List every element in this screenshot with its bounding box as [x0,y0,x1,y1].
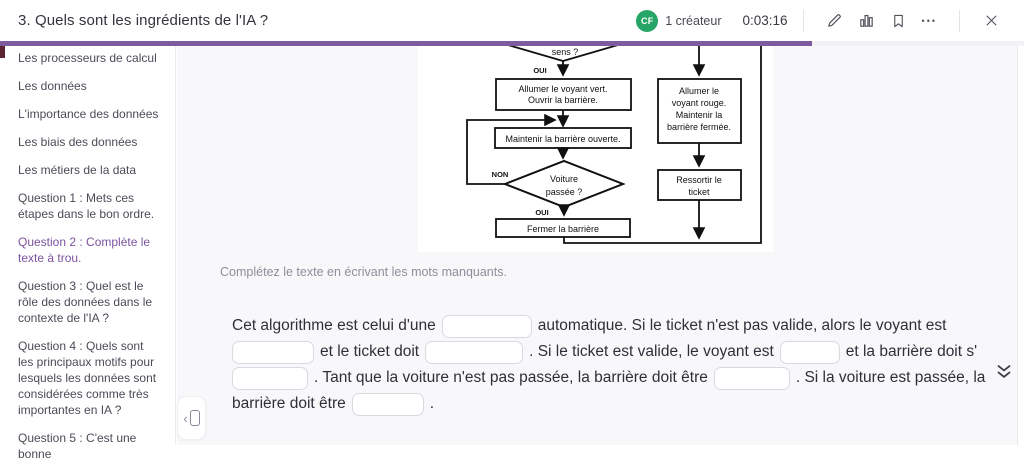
sidebar-item[interactable]: Question 5 : C'est une bonne [18,431,137,461]
more-options-icon[interactable]: ••• [921,15,937,26]
divider [959,9,960,32]
cloze-blank-input[interactable] [713,366,790,390]
cloze-text: et le ticket doit [320,343,420,360]
bookmark-icon[interactable] [890,12,908,30]
cloze-line: barrière doit être. [232,391,985,417]
fc-box-ticket-line1: Ressortir le [676,175,722,185]
cloze-text: . [429,395,435,412]
creator-count-label: 1 créateur [665,13,722,28]
fc-box-close-label: Fermer la barrière [527,224,599,234]
cloze-line: Cet algorithme est celui d'une automatiqu… [232,313,985,339]
fc-box-keep-label: Maintenir la barrière ouverte. [505,134,620,144]
collapse-sidebar-button[interactable]: ‹ [177,396,206,440]
scroll-down-chevrons-icon[interactable] [993,361,1015,383]
panel-icon [189,410,200,426]
flowchart-svg: sens ? OUI Allumer le voyant vert. Ouvri… [466,37,762,244]
cloze-text: . Si le ticket est valide, le voyant est [529,343,774,360]
sidebar-item[interactable]: Question 3 : Quel est le rôle des donnée… [18,279,153,325]
cloze-text: . Tant que la voiture n'est pas passée, … [314,369,708,386]
fc-oui-top: OUI [533,66,546,75]
fc-diamond-line2: passée ? [546,187,583,197]
cloze-blank-input[interactable] [441,314,532,338]
right-panel-edge[interactable] [1017,46,1024,445]
flowchart-image: sens ? OUI Allumer le voyant vert. Ouvri… [418,37,773,252]
fc-sens-label: sens ? [552,47,579,57]
timer-value: 0:03:16 [742,13,788,28]
scroll-indicator[interactable] [0,46,5,58]
cloze-text: Cet algorithme est celui d'une [232,317,436,334]
sidebar-item[interactable]: Les données [18,79,87,93]
progress-bar-track [0,41,1024,46]
sidebar-item[interactable]: Les métiers de la data [18,163,137,177]
fc-box-red-line4: barrière fermée. [667,122,731,132]
cloze-text: automatique. Si le ticket n'est pas vali… [537,317,947,334]
fc-box-red-line2: voyant rouge. [672,98,727,108]
fc-non-label: NON [492,170,509,179]
sidebar-item[interactable]: Question 4 : Quels sont les principaux m… [18,339,157,417]
page-title: 3. Quels sont les ingrédients de l'IA ? [18,12,269,29]
fc-oui-bottom: OUI [535,208,548,217]
chevron-left-icon: ‹ [183,410,188,426]
sidebar-item[interactable]: Les processeurs de calcul [18,51,157,65]
fc-box-open-line1: Allumer le voyant vert. [518,84,607,94]
cloze-paragraph: Cet algorithme est celui d'une automatiqu… [232,313,985,417]
cloze-line: et le ticket doit . Si le ticket est vali… [232,339,985,365]
exercise-instruction: Complétez le texte en écrivant les mots … [220,265,507,279]
cloze-blank-input[interactable] [232,340,314,364]
sidebar-item[interactable]: Les biais des données [18,135,138,149]
cloze-text: barrière doit être [232,395,346,412]
cloze-text: et la barrière doit s' [845,343,978,360]
cloze-blank-input[interactable] [351,392,424,416]
sidebar-item[interactable]: Question 1 : Mets ces étapes dans le bon… [18,191,155,221]
sidebar-item[interactable]: L'importance des données [18,107,159,121]
fc-box-ticket-line2: ticket [688,187,710,197]
sidebar-item[interactable]: Question 2 : Complète le texte à trou. [18,235,151,265]
cloze-text: . Si la voiture est passée, la [795,369,986,386]
cloze-blank-input[interactable] [232,366,308,390]
stats-chart-icon[interactable] [858,12,876,30]
fc-box-open-line2: Ouvrir la barrière. [528,95,598,105]
cloze-blank-input[interactable] [425,340,524,364]
fc-box-red-line3: Maintenir la [676,110,723,120]
header-actions: CF 1 créateur 0:03:16 ••• [636,9,1024,32]
close-icon[interactable] [982,12,1000,30]
creator-avatar[interactable]: CF [636,9,659,32]
progress-fill [0,41,812,46]
fc-box-red-line1: Allumer le [679,86,719,96]
cloze-blank-input[interactable] [779,340,840,364]
divider [802,9,804,32]
cloze-line: . Tant que la voiture n'est pas passée, … [232,365,985,391]
fc-diamond-line1: Voiture [550,174,578,184]
header: 3. Quels sont les ingrédients de l'IA ? … [0,0,1024,41]
edit-pencil-icon[interactable] [826,12,844,30]
